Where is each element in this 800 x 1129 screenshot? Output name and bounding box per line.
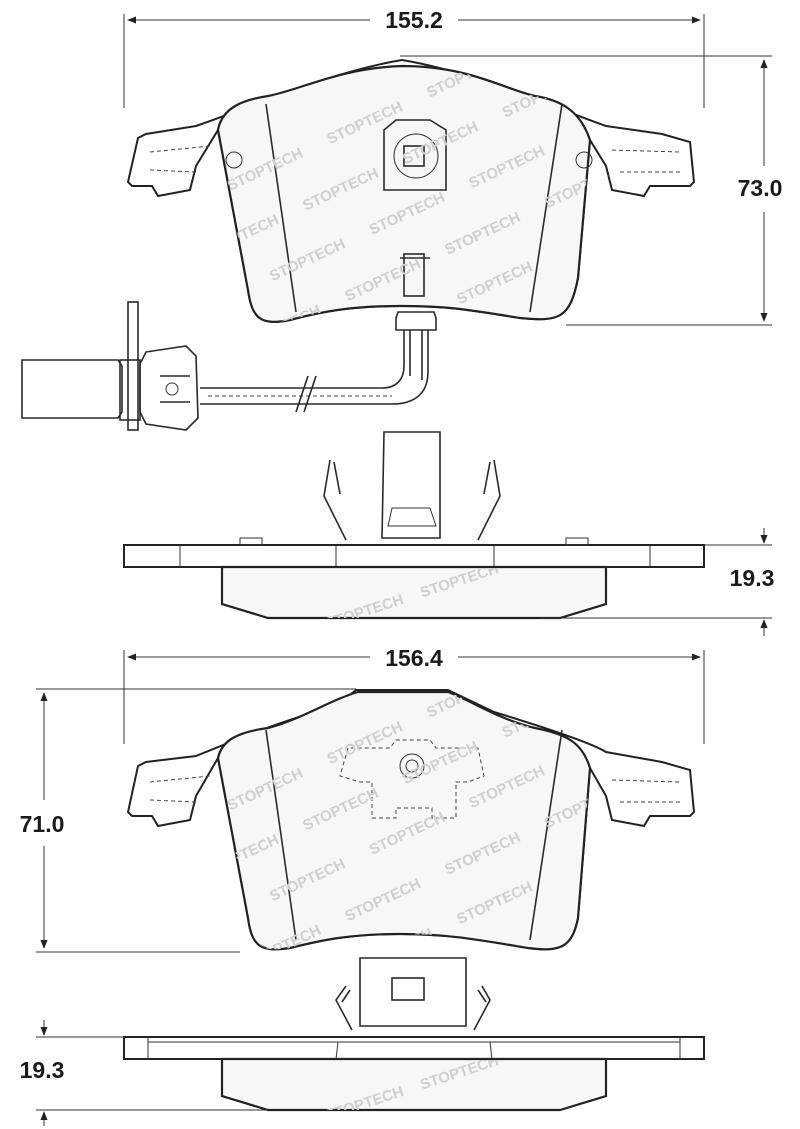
top-side-friction — [220, 565, 608, 620]
bottom-side-backing-plate — [123, 1036, 705, 1060]
top-thickness-dimension: 19.3 — [540, 528, 774, 636]
bottom-side-friction — [220, 1057, 608, 1112]
top-thickness-label: 19.3 — [730, 565, 775, 591]
wm-bs1: STOPTECH — [228, 1114, 311, 1129]
bottom-friction-material — [216, 690, 592, 951]
top-width-label: 155.2 — [385, 7, 443, 33]
bottom-thickness-label: 19.3 — [20, 1057, 65, 1083]
bottom-brake-pad — [126, 689, 696, 951]
top-height-dimension: 73.0 — [400, 55, 783, 326]
wear-sensor-cable — [21, 301, 437, 431]
bottom-height-label: 71.0 — [20, 811, 65, 837]
top-height-label: 73.0 — [738, 175, 783, 201]
bottom-thickness-dimension: 19.3 — [20, 1020, 268, 1126]
bottom-width-label: 156.4 — [385, 645, 443, 671]
top-side-backing-plate — [123, 544, 705, 568]
top-side-view — [123, 431, 705, 620]
bottom-height-dimension: 71.0 — [20, 688, 356, 953]
bottom-side-view — [123, 957, 705, 1112]
top-brake-pad — [126, 58, 696, 323]
top-friction-material — [216, 64, 592, 323]
top-width-dimension: 155.2 — [123, 7, 705, 108]
bottom-width-dimension: 156.4 — [123, 645, 705, 744]
sensor-connector — [139, 345, 199, 431]
